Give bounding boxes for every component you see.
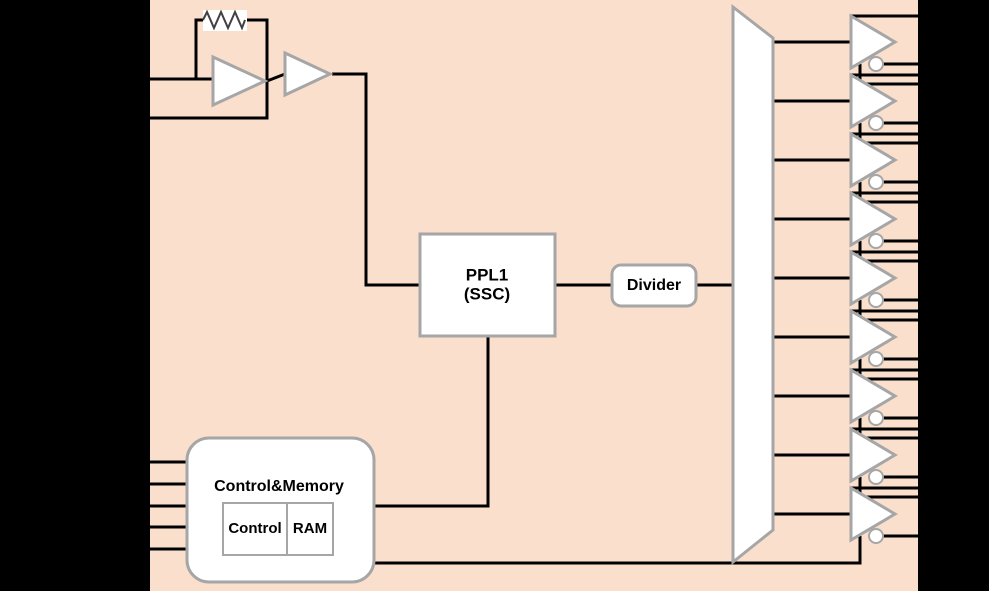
divider-block[interactable] [610,263,698,308]
output-buffer-3[interactable] [849,131,898,190]
buffer-bubble-1-icon[interactable] [868,56,884,72]
output-buffer-8[interactable] [849,426,898,485]
amp2-to-pll-wire [332,72,420,287]
control-memory-label: Control&Memory [214,478,344,495]
buffer-bubble-7-icon[interactable] [868,410,884,426]
buffer-triangle-5-icon[interactable] [849,249,898,307]
output-buffer-6[interactable] [849,308,898,367]
control-sub-label: Control [228,520,281,537]
buffer-bubble-4-icon[interactable] [868,233,884,249]
divider-label: Divider [627,277,681,294]
buffer-bubble-9-icon[interactable] [868,528,884,544]
output-buffer-2[interactable] [849,72,898,131]
buffer-bubble-2-icon[interactable] [868,115,884,131]
buffer-triangle-2-icon[interactable] [849,72,898,130]
output-buffer-5[interactable] [849,249,898,308]
buffer-bubble-5-icon[interactable] [868,292,884,308]
buffer-bubble-6-icon[interactable] [868,351,884,367]
oscillator-amplifier-1-icon[interactable] [211,54,269,108]
buffer-bubble-8-icon[interactable] [868,469,884,485]
pll-label-line2: (SSC) [464,284,510,303]
ram-sub-block[interactable] [286,502,334,556]
pll-label-line1: PPL1 [466,265,509,284]
buffer-triangle-3-icon[interactable] [849,131,898,189]
output-buffer-group [849,13,898,544]
buffer-triangle-9-icon[interactable] [849,485,898,543]
pll-to-control-wire [374,336,490,508]
pll-block[interactable] [418,232,557,338]
amp1-to-amp2-wire [266,72,286,83]
feedback-loop-wire-right [247,18,269,81]
output-buffer-7[interactable] [849,367,898,426]
output-distribution-mux[interactable] [731,3,775,566]
buffer-triangle-6-icon[interactable] [849,308,898,366]
output-buffer-1[interactable] [849,13,898,72]
output-buffer-9[interactable] [849,485,898,544]
buffer-bubble-3-icon[interactable] [868,174,884,190]
buffer-triangle-8-icon[interactable] [849,426,898,484]
ram-sub-label: RAM [293,520,327,537]
output-buffer-4[interactable] [849,190,898,249]
buffer-triangle-7-icon[interactable] [849,367,898,425]
buffer-triangle-1-icon[interactable] [849,13,898,71]
osc-input-wire-bottom [150,81,269,120]
oscillator-amplifier-2-icon[interactable] [283,50,334,98]
resistor-icon[interactable] [202,9,246,31]
buffer-triangle-4-icon[interactable] [849,190,898,248]
